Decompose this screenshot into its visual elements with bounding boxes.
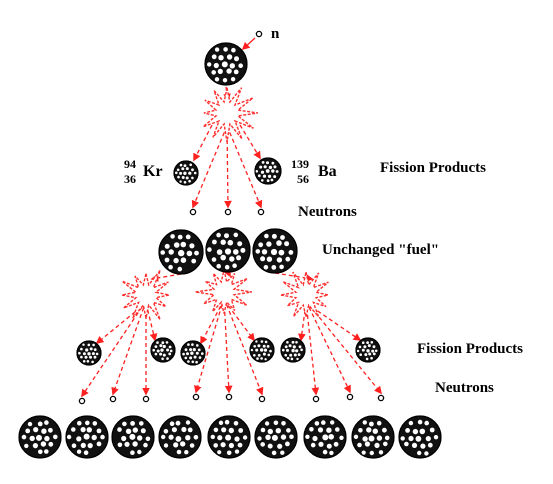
bottom-fuel-nucleus-9	[398, 415, 442, 459]
arrow-neutron-gen2-6	[223, 297, 264, 396]
bottom-fuel-nucleus-4	[158, 415, 202, 459]
barium-atomic-number: 56	[297, 172, 309, 186]
unchanged-fuel-nucleus-2	[205, 227, 251, 273]
arrow-neutron-gen2-2	[111, 300, 147, 396]
fission-flash-gen2-3	[280, 271, 329, 318]
neutron-gen2-7	[312, 395, 320, 403]
fission-product-barium	[254, 157, 282, 185]
fission-product-gen2-3	[180, 340, 206, 366]
neutron-gen1-2	[224, 208, 232, 216]
fission-flash-gen2-2	[195, 269, 252, 314]
arrow-fission-product-gen2-2	[145, 302, 158, 342]
neutrons-label-1: Neutrons	[298, 204, 357, 220]
incoming-neutron-arrow	[241, 37, 256, 51]
neutron-gen2-8	[346, 393, 354, 401]
neutron-gen1-1	[189, 208, 197, 216]
neutrons-label-2: Neutrons	[435, 380, 494, 396]
bottom-fuel-nucleus-8	[351, 415, 395, 459]
arrow-fission-product-gen2-5	[297, 302, 307, 342]
krypton-mass-number: 94	[124, 157, 136, 171]
krypton-atomic-number: 36	[124, 172, 136, 186]
neutron-gen2-6	[258, 395, 266, 403]
bottom-fuel-nucleus-5	[207, 415, 251, 459]
fission-product-gen2-2	[150, 337, 176, 363]
neutron-gen1-3	[257, 208, 265, 216]
incoming-neutron	[255, 30, 263, 38]
flash-arrow-gen2-2	[223, 268, 231, 278]
fission-product-gen2-4	[249, 337, 275, 363]
arrow-to-barium	[239, 124, 261, 160]
neutron-gen2-1	[78, 397, 86, 405]
arrow-fission-product-gen2-4	[223, 299, 255, 342]
barium-isotope-label: 139 56 Ba	[291, 157, 351, 189]
fission-product-gen2-1	[76, 340, 102, 366]
krypton-isotope-label: 94 36 Kr	[124, 157, 172, 189]
arrow-neutron-gen2-1	[81, 300, 147, 398]
arrow-fission-product-gen2-3	[200, 299, 225, 345]
krypton-symbol: Kr	[143, 163, 163, 180]
arrow-neutron-gen2-9	[305, 300, 382, 395]
neutron-gen2-9	[377, 394, 385, 402]
unchanged-fuel-nucleus-1	[158, 229, 204, 275]
fission-products-label-1: Fission Products	[380, 160, 486, 176]
arrow-neutron-gen1-1	[191, 125, 228, 209]
arrow-neutron-gen2-5	[223, 297, 233, 394]
incoming-neutron-label: n	[271, 26, 280, 42]
arrow-to-krypton	[193, 124, 213, 162]
neutron-gen2-3	[142, 395, 150, 403]
fission-product-gen2-6	[355, 337, 381, 363]
bottom-fuel-nucleus-6	[254, 415, 298, 459]
fission-product-gen2-5	[280, 337, 306, 363]
fission-flash-1	[202, 87, 258, 143]
barium-symbol: Ba	[318, 163, 337, 180]
neutron-gen2-2	[109, 395, 117, 403]
unchanged-fuel-nucleus-3	[252, 228, 298, 274]
fuel-nucleus-top	[204, 42, 248, 86]
arrow-neutron-gen1-3	[226, 125, 263, 209]
neutron-gen2-5	[225, 393, 233, 401]
bottom-fuel-nucleus-2	[65, 415, 109, 459]
fission-products-label-2: Fission Products	[417, 341, 523, 357]
arrow-neutron-gen2-7	[305, 300, 320, 396]
bottom-fuel-nucleus-7	[303, 415, 347, 459]
unchanged-fuel-label: Unchanged "fuel"	[322, 242, 440, 258]
bottom-fuel-nucleus-1	[18, 415, 62, 459]
arrow-neutron-gen2-4	[194, 297, 225, 394]
barium-mass-number: 139	[291, 157, 309, 171]
fission-flash-gen2-1	[121, 269, 170, 321]
neutron-gen2-4	[192, 393, 200, 401]
fission-product-krypton	[173, 160, 199, 186]
arrow-neutron-gen2-8	[305, 300, 351, 394]
bottom-fuel-nucleus-3	[111, 415, 155, 459]
